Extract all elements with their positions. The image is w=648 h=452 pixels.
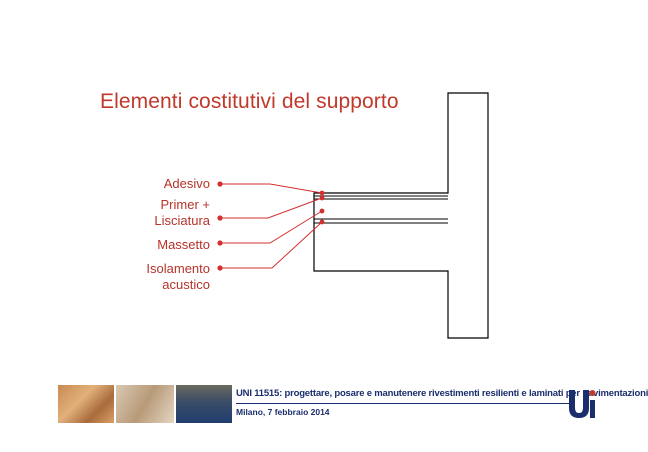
footer-photo-wood-floor (58, 385, 114, 423)
footer-photo-tiles (116, 385, 174, 423)
label-massetto: Massetto (157, 237, 210, 253)
section-outline (313, 92, 489, 339)
slide-title: Elementi costitutivi del supporto (100, 90, 399, 113)
footer-title: UNI 11515: progettare, posare e manutene… (236, 388, 648, 399)
footer-banner: UNI 11515: progettare, posare e manutene… (58, 385, 648, 425)
leader-primer (217, 195, 325, 221)
label-primer-line2: Lisciatura (154, 213, 210, 228)
footer-divider (236, 403, 570, 404)
uni-logo (569, 390, 596, 418)
leader-massetto (217, 208, 325, 246)
label-primer-line1: Primer + (160, 197, 210, 212)
leader-isolamento (217, 219, 325, 271)
label-adesivo-text: Adesivo (163, 176, 210, 191)
leader-adesivo (217, 181, 325, 196)
footer-date: Milano, 7 febbraio 2014 (236, 407, 330, 417)
label-adesivo: Adesivo (164, 176, 210, 192)
label-isolamento-line2: acustico (162, 277, 210, 292)
label-isolamento-line1: Isolamento (146, 261, 210, 276)
footer-photo-blue-floor (176, 385, 232, 423)
label-isolamento-acustico: Isolamento acustico (146, 261, 210, 293)
floor-section-diagram (217, 92, 489, 339)
label-primer-lisciatura: Primer + Lisciatura (154, 197, 210, 229)
label-massetto-text: Massetto (157, 237, 210, 252)
